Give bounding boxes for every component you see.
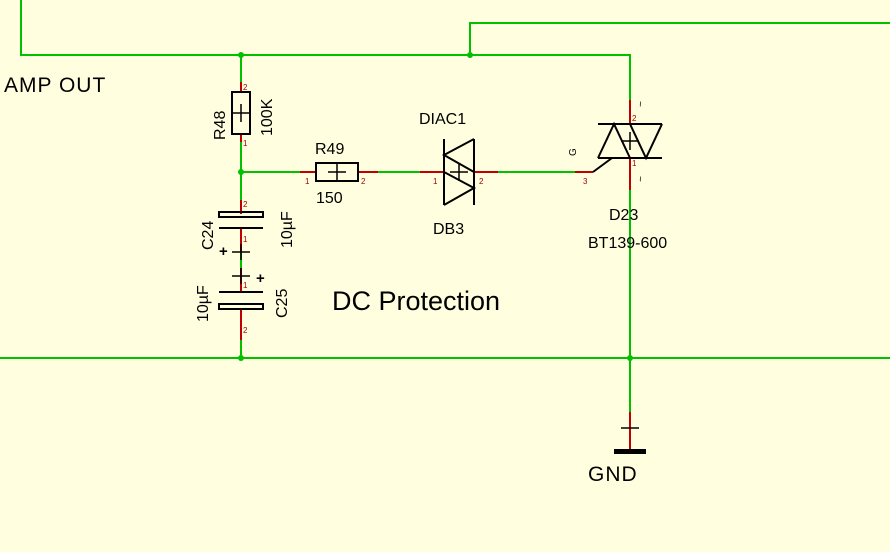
polarity-mark: + xyxy=(219,243,228,260)
title-label: DC Protection xyxy=(332,286,500,316)
terminal-mark: ~ xyxy=(634,101,645,107)
origin-cross xyxy=(450,163,468,181)
wire-top-right[interactable] xyxy=(469,22,890,55)
pin-number: 1 xyxy=(305,177,310,186)
component-value: 100K xyxy=(259,98,276,136)
pin-number: 1 xyxy=(243,281,248,290)
gate-mark: G xyxy=(568,148,579,156)
triac-triangle xyxy=(629,123,663,161)
component-value: 10µF xyxy=(279,211,296,248)
pin-number: 3 xyxy=(583,177,588,186)
component-ref: R48 xyxy=(212,111,229,140)
component-ref: C24 xyxy=(200,221,217,250)
junctions xyxy=(238,52,633,361)
pin-number: 1 xyxy=(243,235,248,244)
component-ref: C25 xyxy=(274,289,291,318)
triac-d23[interactable]: 2 1 3 G ~ ~ D23 BT139-600 xyxy=(568,100,667,252)
diac-triangle xyxy=(441,138,475,173)
origin-cross xyxy=(328,163,346,181)
component-ref: D23 xyxy=(609,207,638,224)
resistor-r49[interactable]: 1 2 R49 150 xyxy=(300,141,378,207)
component-ref: DIAC1 xyxy=(419,111,466,128)
origin-cross xyxy=(621,132,639,150)
component-ref: R49 xyxy=(315,141,344,158)
component-value: DB3 xyxy=(433,221,464,238)
origin-cross xyxy=(232,268,250,284)
wires xyxy=(0,0,890,412)
component-value: BT139-600 xyxy=(588,235,667,252)
ground-label: GND xyxy=(588,463,638,486)
terminal-mark: ~ xyxy=(634,176,645,182)
capacitor-plate xyxy=(218,303,264,310)
pin-number: 2 xyxy=(243,83,248,92)
pin-number: 1 xyxy=(243,139,248,148)
polarity-mark: + xyxy=(256,270,265,287)
origin-cross xyxy=(232,104,250,122)
pin-number: 1 xyxy=(632,159,637,168)
capacitor-c24[interactable]: 2 1 + C24 10µF xyxy=(200,200,296,260)
diac-diac1[interactable]: 1 2 DIAC1 DB3 xyxy=(419,111,498,238)
diac-triangle xyxy=(443,171,477,206)
wire-top-left-loop[interactable] xyxy=(20,0,631,100)
junction-dot xyxy=(467,52,473,58)
triac-gate xyxy=(592,157,613,173)
junction-dot xyxy=(238,52,244,58)
pin-number: 2 xyxy=(243,326,248,335)
pin-number: 2 xyxy=(361,177,366,186)
ground-bar xyxy=(614,449,646,454)
pin-number: 2 xyxy=(243,200,248,209)
triac-triangle xyxy=(597,121,631,159)
component-value: 10µF xyxy=(195,285,212,322)
origin-cross xyxy=(232,244,250,260)
pin-number: 2 xyxy=(632,114,637,123)
junction-dot xyxy=(238,169,244,175)
ground-symbol[interactable]: GND xyxy=(588,412,646,486)
resistor-r48[interactable]: 2 1 R48 100K xyxy=(212,82,276,148)
capacitor-c25[interactable]: 1 2 + 10µF C25 xyxy=(195,268,291,340)
junction-dot xyxy=(627,355,633,361)
pin-number: 2 xyxy=(479,177,484,186)
junction-dot xyxy=(238,355,244,361)
pin-number: 1 xyxy=(433,177,438,186)
capacitor-plate xyxy=(218,211,264,218)
net-label-amp-out: AMP OUT xyxy=(4,74,106,97)
component-value: 150 xyxy=(316,190,343,207)
